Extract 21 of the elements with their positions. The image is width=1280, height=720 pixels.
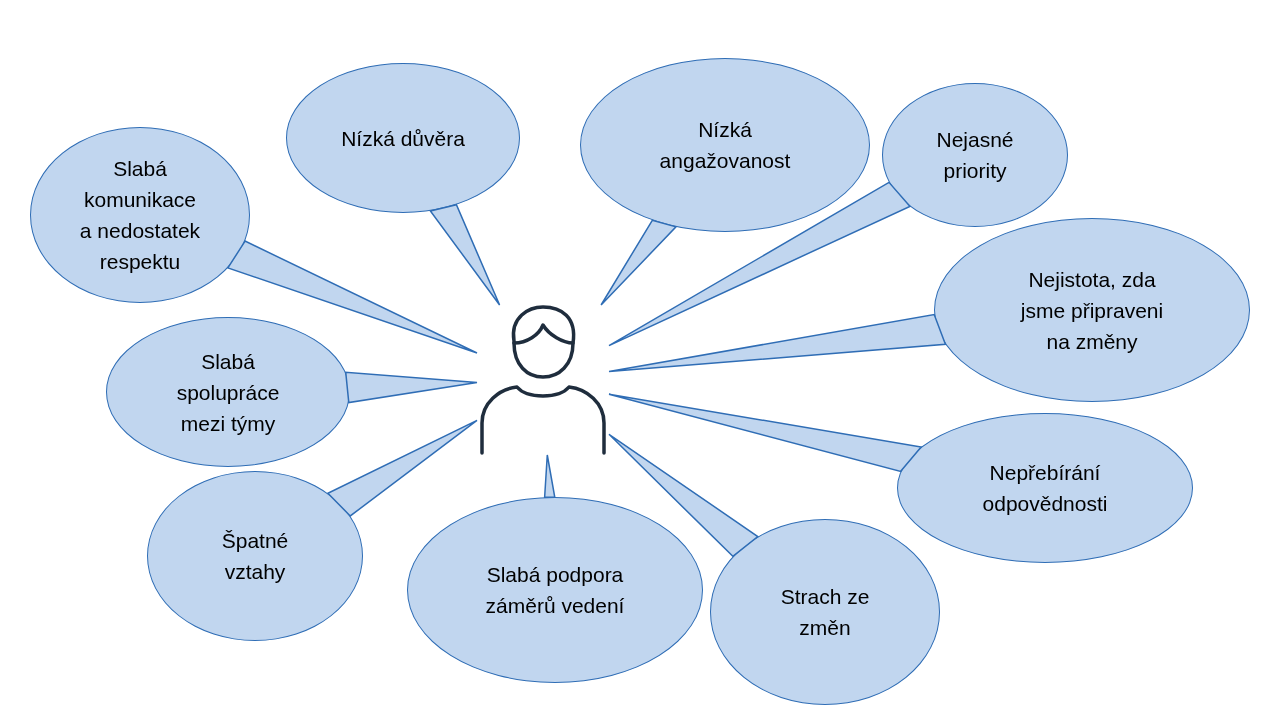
speech-bubble-tail	[608, 393, 923, 473]
bubble-text: Strach ze změn	[779, 584, 871, 641]
bubble-text: Špatné vztahy	[220, 528, 290, 585]
bubble-text: Nízká důvěra	[340, 125, 466, 152]
speech-bubble-tail	[608, 313, 947, 373]
bubble-text: Nejistota, zda jsme připraveni na změny	[1019, 266, 1165, 355]
person-icon	[477, 305, 609, 455]
bubble-text: Slabá komunikace a nedostatek respektu	[78, 156, 202, 275]
speech-bubble-tail	[429, 203, 501, 306]
speech-bubble-tail	[326, 419, 478, 517]
speech-bubble-tail	[608, 433, 760, 558]
speech-bubble-tail	[344, 371, 478, 404]
speech-bubble-tail	[226, 240, 478, 354]
bubble-text: Nízká angažovanost	[658, 117, 792, 174]
bubble-text: Nepřebírání odpovědnosti	[981, 460, 1109, 517]
bubble-text: Slabá podpora záměrů vedení	[484, 562, 626, 619]
bubble-text: Nejasné priority	[935, 127, 1015, 184]
speech-bubble-tail	[608, 181, 912, 347]
speech-bubble-tail	[600, 219, 678, 306]
speech-bubble-tail	[543, 454, 556, 498]
bubble-text: Slabá spolupráce mezi týmy	[175, 348, 281, 437]
